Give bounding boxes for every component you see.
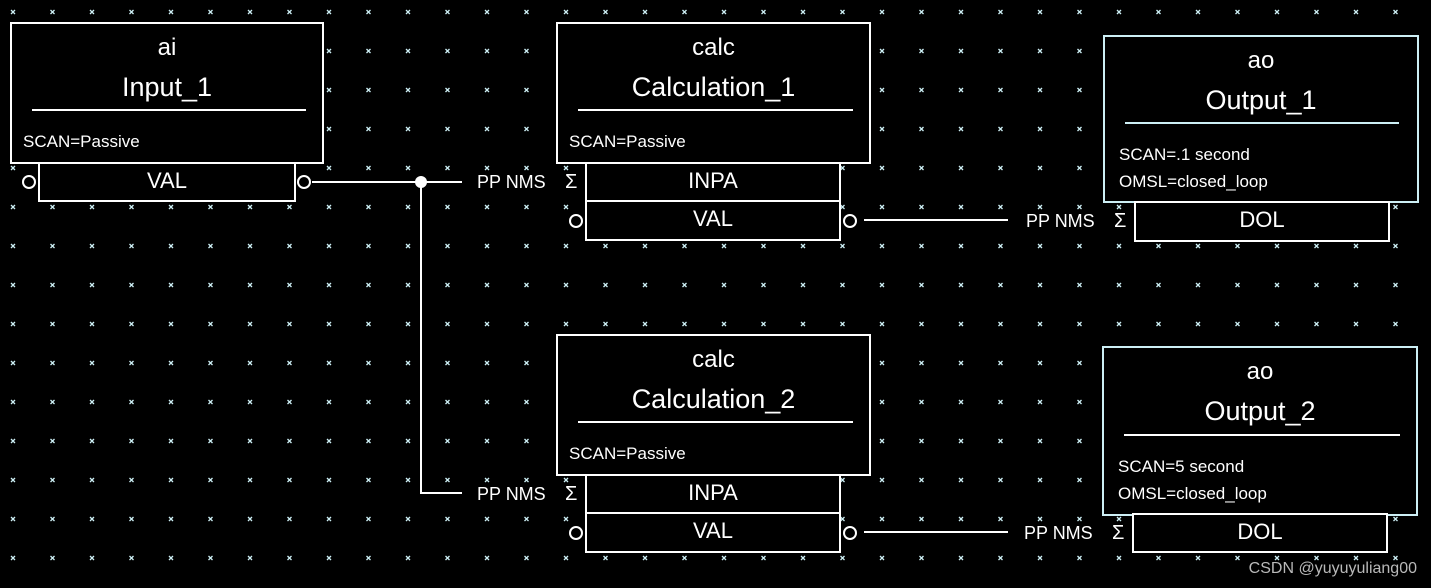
port-connector-icon (843, 214, 857, 228)
record-separator (578, 421, 853, 423)
port-output2-dol[interactable]: DOL (1132, 513, 1388, 553)
port-connector-icon (569, 214, 583, 228)
port-connector-icon (22, 175, 36, 189)
link-label-output2-dol: PP NMS (1024, 523, 1093, 543)
record-field-scan: SCAN=Passive (23, 132, 140, 151)
record-field-scan: SCAN=Passive (569, 132, 686, 151)
port-connector-icon (297, 175, 311, 189)
record-input-1[interactable]: ai Input_1 SCAN=Passive (10, 22, 324, 164)
link-sigma-icon: Σ (565, 483, 578, 505)
link-label-calc1-inpa: PP NMS (477, 172, 546, 192)
port-calc1-inpa[interactable]: INPA (585, 162, 841, 202)
wire-to-calc2-inpa (420, 492, 462, 494)
record-name: Input_1 (121, 72, 213, 102)
port-calc2-inpa[interactable]: INPA (585, 474, 841, 514)
wire-calc2-val-to-output2 (864, 531, 1008, 533)
port-connector-icon (843, 526, 857, 540)
record-type: ao (1247, 47, 1275, 74)
link-label-calc2-inpa: PP NMS (477, 484, 546, 504)
record-separator (32, 109, 306, 111)
record-calculation-2[interactable]: calc Calculation_2 SCAN=Passive (556, 334, 871, 476)
link-sigma-icon: Σ (1114, 210, 1127, 232)
record-type: ai (157, 34, 177, 61)
record-name: Calculation_2 (631, 384, 796, 414)
record-output-2[interactable]: ao Output_2 SCAN=5 second OMSL=closed_lo… (1102, 346, 1418, 516)
record-type: calc (692, 346, 735, 373)
record-name: Calculation_1 (631, 72, 796, 102)
wire-calc1-val-to-output1 (864, 219, 1008, 221)
record-output-1[interactable]: ao Output_1 SCAN=.1 second OMSL=closed_l… (1103, 35, 1419, 203)
record-field-scan: SCAN=.1 second (1119, 145, 1250, 164)
record-field-omsl: OMSL=closed_loop (1119, 172, 1268, 191)
wire-vertical-branch (420, 181, 422, 494)
watermark: CSDN @yuyuyuliang00 (1248, 560, 1417, 577)
record-field-scan: SCAN=5 second (1118, 457, 1245, 476)
record-field-scan: SCAN=Passive (569, 444, 686, 463)
record-field-omsl: OMSL=closed_loop (1118, 484, 1267, 503)
port-output1-dol[interactable]: DOL (1134, 201, 1390, 242)
record-name: Output_2 (1204, 396, 1316, 426)
record-type: calc (692, 34, 735, 61)
port-calc1-val[interactable]: VAL (585, 200, 841, 241)
record-name: Output_1 (1205, 85, 1317, 115)
wire-to-calc1-inpa (422, 181, 462, 183)
record-separator (1125, 122, 1399, 124)
record-separator (578, 109, 853, 111)
record-type: ao (1246, 358, 1274, 385)
record-calculation-1[interactable]: calc Calculation_1 SCAN=Passive (556, 22, 871, 164)
record-separator (1124, 434, 1400, 436)
junction-dot (415, 176, 427, 188)
port-calc2-val[interactable]: VAL (585, 512, 841, 553)
port-input1-val[interactable]: VAL (38, 162, 296, 202)
wire-input1-val (312, 181, 422, 183)
port-connector-icon (569, 526, 583, 540)
link-sigma-icon: Σ (1112, 522, 1125, 544)
link-label-output1-dol: PP NMS (1026, 211, 1095, 231)
link-sigma-icon: Σ (565, 171, 578, 193)
